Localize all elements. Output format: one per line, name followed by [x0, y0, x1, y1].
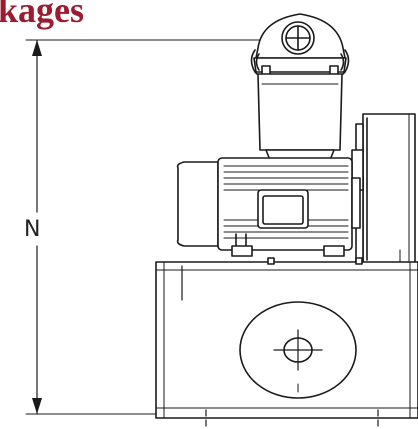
junction-box: [257, 189, 309, 229]
section-heading: kages: [0, 0, 85, 30]
inlet-opening: [239, 301, 357, 399]
dimension-label-n: N: [24, 217, 41, 242]
outlet-housing: [250, 13, 350, 77]
dimension-line-n: [25, 39, 263, 415]
blower-housing: [351, 113, 416, 265]
arrow-up-icon: [32, 40, 42, 56]
arrow-down-icon: [32, 398, 42, 414]
horizontal-motor: [176, 157, 361, 257]
center-marks: [205, 409, 379, 429]
